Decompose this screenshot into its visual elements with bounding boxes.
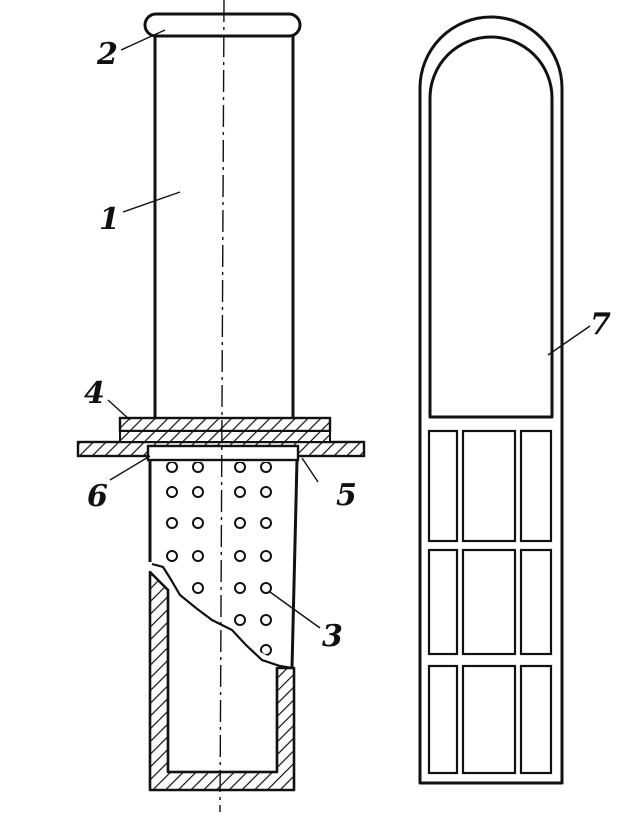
frame-outer: [418, 15, 564, 785]
perforation-holes: [166, 462, 272, 656]
break-line: [151, 562, 293, 670]
label-2: 2: [96, 37, 118, 72]
center-axis: [219, 0, 225, 813]
perforated-sleeve: [148, 459, 299, 670]
label-1: 1: [99, 202, 120, 237]
flange-upper: [118, 416, 332, 433]
frame-grid: [427, 429, 553, 775]
label-6: 6: [87, 479, 108, 514]
tube-assembly: [76, 0, 366, 813]
label-5: 5: [336, 478, 357, 513]
top-cap: [143, 12, 302, 38]
label-4: 4: [84, 376, 105, 411]
middle-strip: [119, 430, 331, 443]
gasket: [146, 444, 300, 462]
frame-window: [428, 35, 554, 419]
leader-lines: [107, 29, 591, 629]
upper-tube: [153, 36, 295, 418]
frame-assembly: [418, 15, 564, 785]
label-3: 3: [322, 619, 343, 654]
label-7: 7: [590, 307, 611, 342]
bottom-cup-section: [148, 570, 296, 792]
